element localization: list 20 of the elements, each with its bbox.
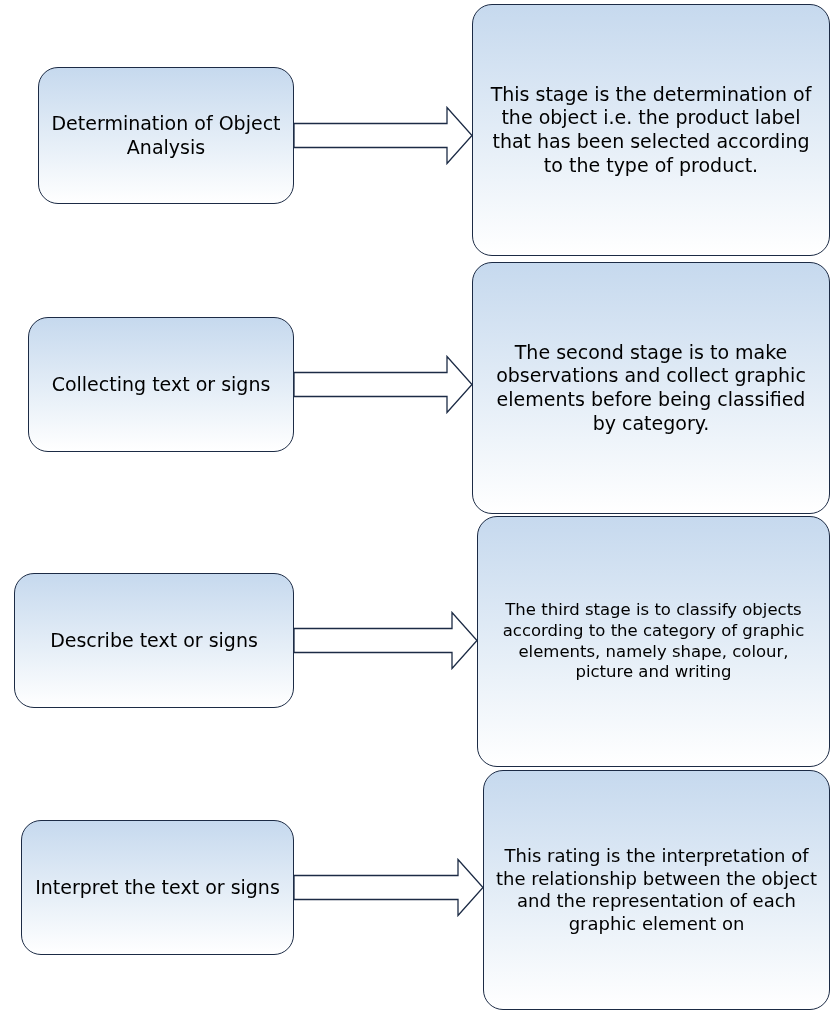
process-box — [28, 317, 294, 452]
box-text: Describe text or signs — [50, 628, 258, 653]
box-text: Interpret the text or signs — [35, 875, 280, 900]
process-box — [14, 573, 294, 708]
box-text: The second stage is to make observations and collect graphic elements before being classified by category. — [495, 340, 807, 436]
process-box — [38, 67, 294, 204]
process-box — [472, 4, 830, 256]
box-text: This stage is the determination of the object i.e. the product label that has been selected according to the type of product. — [489, 82, 813, 178]
process-box — [472, 262, 830, 514]
process-box — [21, 820, 294, 955]
block-arrow — [293, 610, 478, 671]
process-box — [477, 516, 830, 767]
box-text: Determination of Object Analysis — [50, 111, 282, 160]
box-text: Collecting text or signs — [51, 372, 271, 397]
block-arrow — [293, 105, 473, 166]
box-text: The third stage is to classify objects according to the category of graphic elements, namely shape, colour, picture and writing — [501, 600, 806, 683]
box-text: This rating is the interpretation of the relationship between the object and the representation of each graphic element on — [494, 845, 819, 935]
block-arrow — [293, 354, 473, 415]
block-arrow — [293, 857, 484, 918]
process-box — [483, 770, 830, 1010]
